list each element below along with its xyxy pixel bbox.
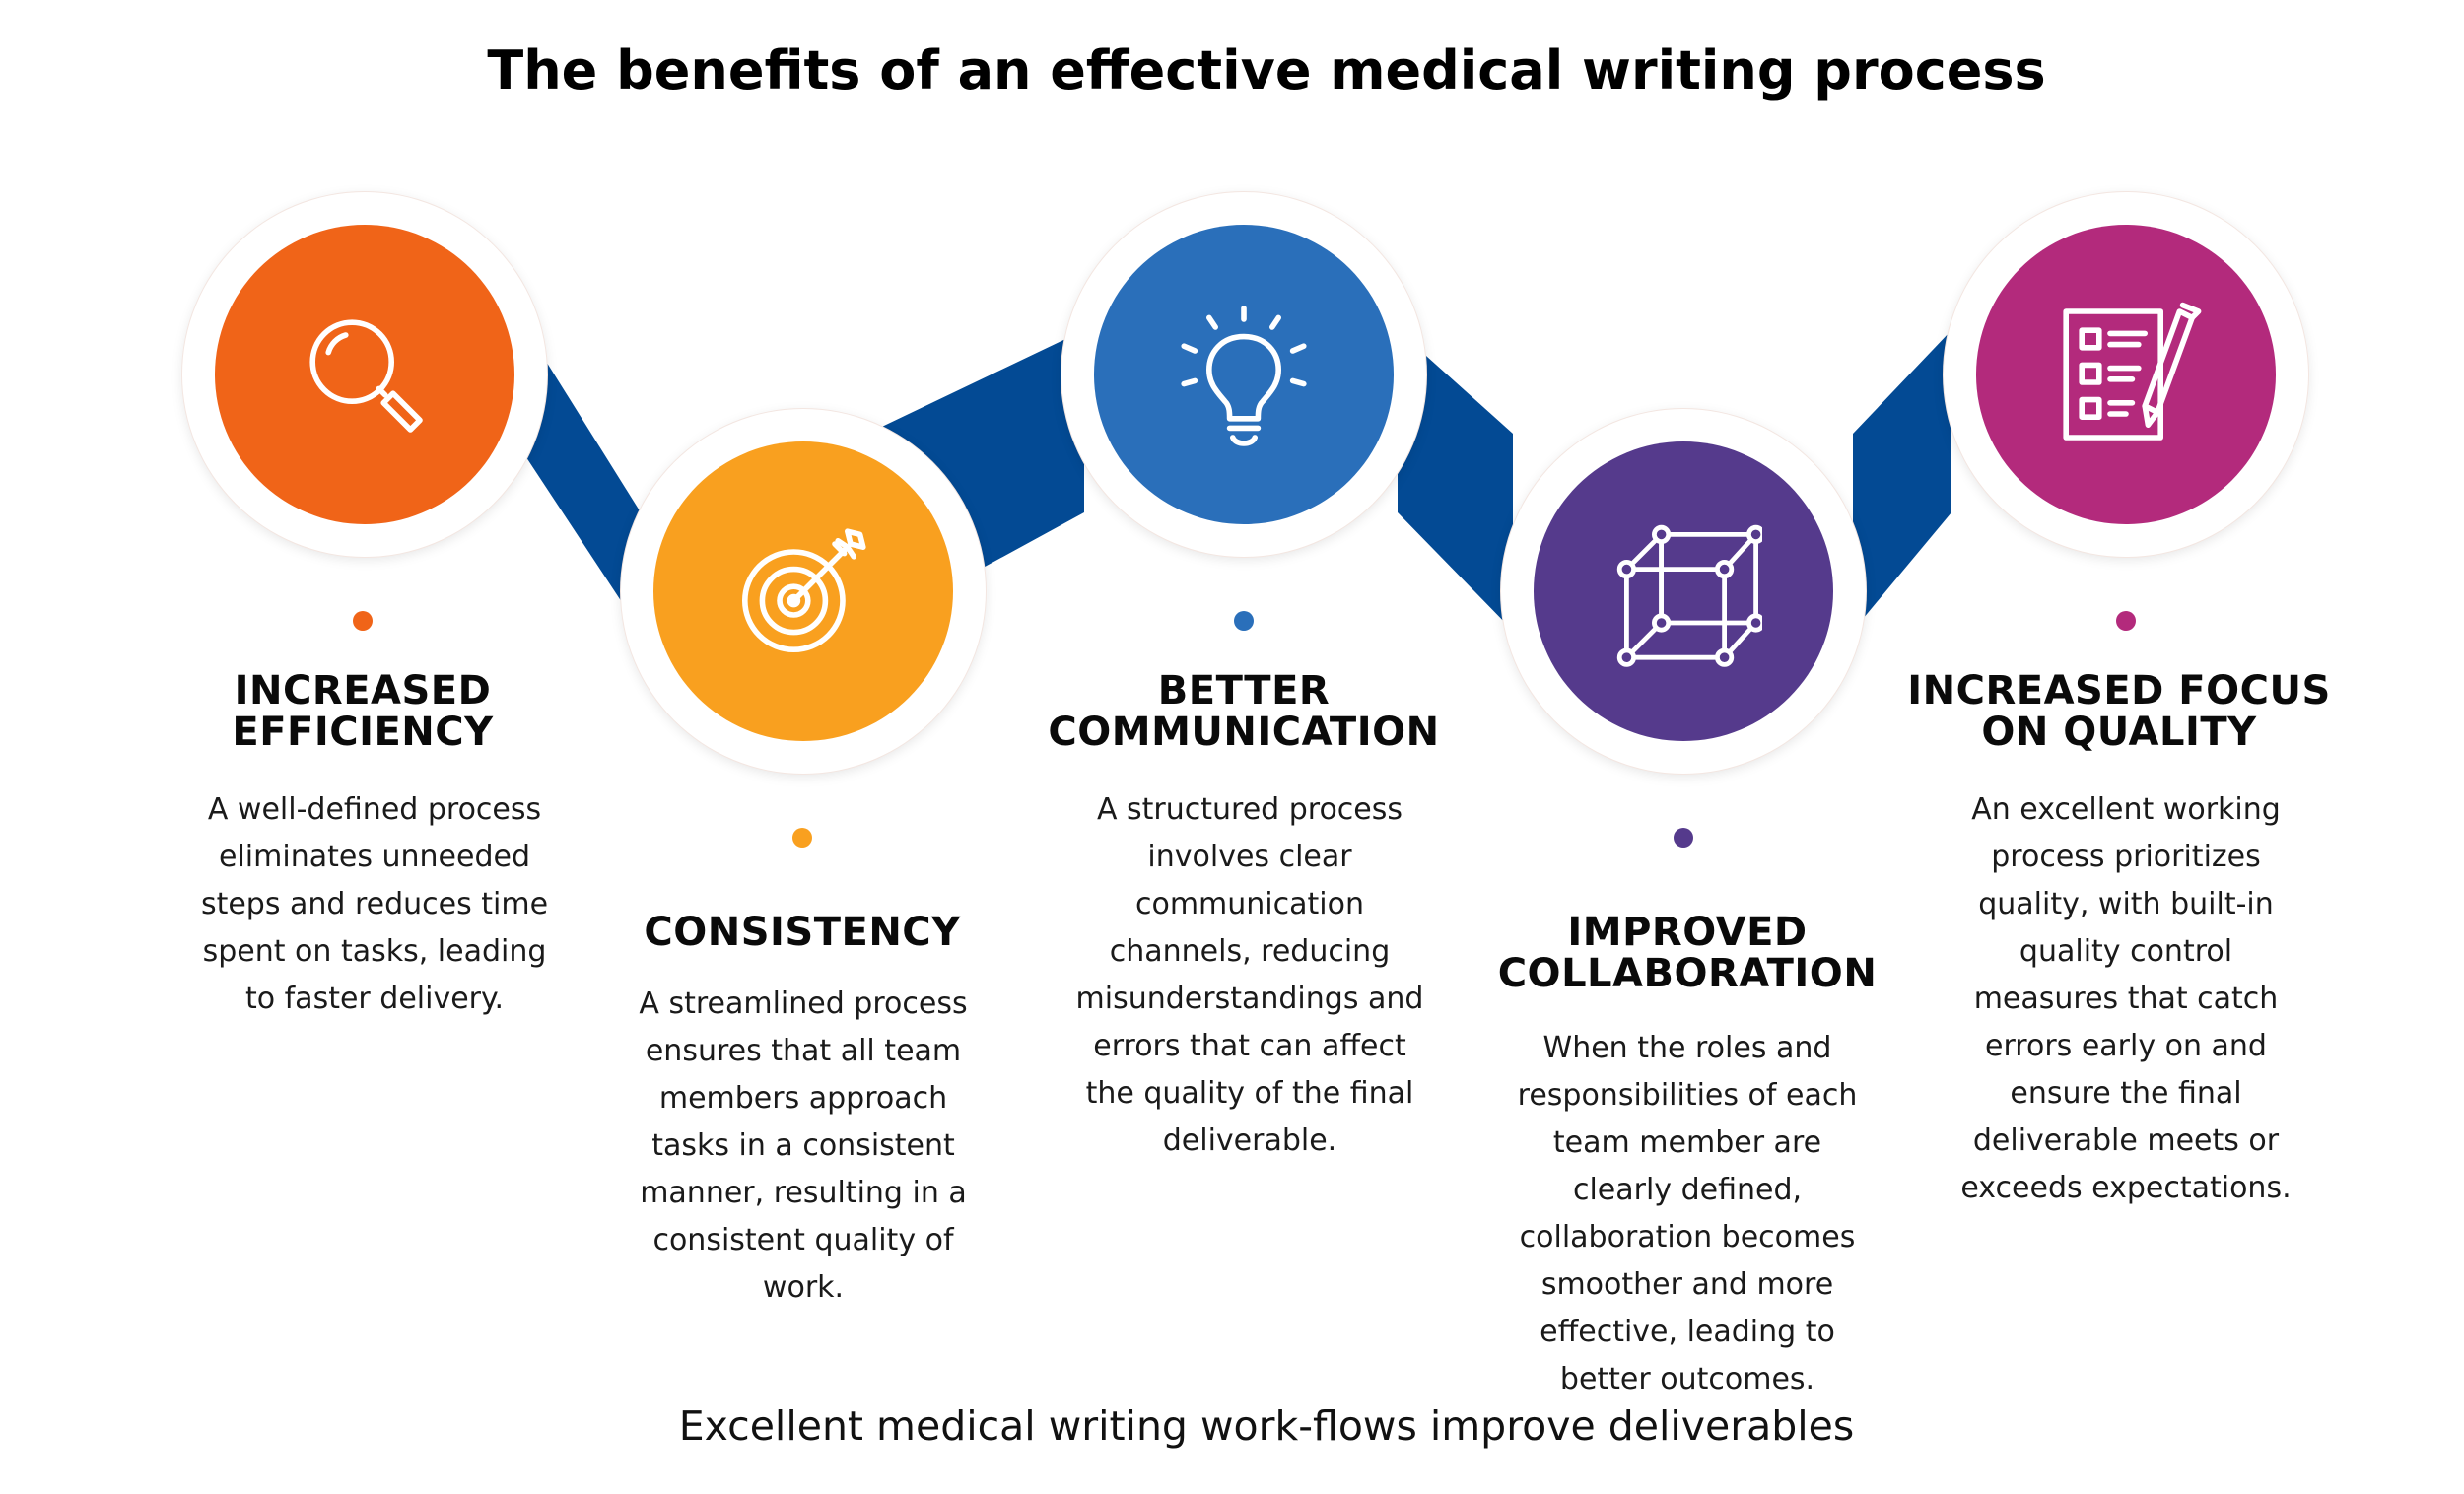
item-1-dot <box>353 611 373 631</box>
target-icon <box>742 528 866 652</box>
connector-band-4 <box>1853 330 1951 631</box>
item-3-dot <box>1234 611 1254 631</box>
network-cube-icon <box>1616 524 1762 667</box>
item-5-heading: INCREASED FOCUS ON QUALITY <box>1902 670 2336 753</box>
item-2-circle <box>653 441 953 741</box>
item-1-heading: INCREASED EFFICIENCY <box>146 670 580 753</box>
item-1-circle <box>215 225 514 524</box>
item-2-heading-line1: CONSISTENCY <box>644 910 961 955</box>
item-5-circle-frame <box>1944 192 2308 557</box>
item-5-heading-line1: INCREASED FOCUS <box>1907 668 2331 713</box>
item-4-circle <box>1534 441 1833 741</box>
item-5-description: An excellent working process prioritizes… <box>1960 792 2292 1205</box>
magnifying-glass-icon <box>309 319 423 433</box>
item-4-heading: IMPROVED COLLABORATION <box>1471 912 1904 994</box>
item-4-description: When the roles and responsibilities of e… <box>1517 1031 1858 1396</box>
connector-band-1 <box>520 320 641 631</box>
item-3-description: A structured process involves clear comm… <box>1075 792 1424 1158</box>
item-3-circle <box>1094 225 1394 524</box>
item-1-circle-frame <box>182 192 547 557</box>
item-2-heading: CONSISTENCY <box>585 912 1019 953</box>
item-3-heading-line2: COMMUNICATION <box>1048 710 1440 755</box>
item-4-dot <box>1674 828 1693 848</box>
item-5-circle <box>1976 225 2276 524</box>
connector-band-3 <box>1398 330 1513 631</box>
item-2-description: A streamlined process ensures that all t… <box>639 986 968 1305</box>
checklist-pen-icon <box>2063 302 2202 441</box>
item-2-circle-frame <box>621 409 986 774</box>
lightbulb-icon <box>1181 306 1307 446</box>
item-2-dot <box>792 828 812 848</box>
item-4-heading-line2: COLLABORATION <box>1497 951 1878 996</box>
item-4-circle-frame <box>1501 409 1866 774</box>
footer-caption: Excellent medical writing work-flows imp… <box>678 1402 1855 1450</box>
item-3-heading-line1: BETTER <box>1157 668 1331 713</box>
item-5-heading-line2: ON QUALITY <box>1981 710 2257 755</box>
item-1-description: A well-defined process eliminates unneed… <box>200 792 549 1016</box>
item-3-heading: BETTER COMMUNICATION <box>1027 670 1461 753</box>
item-3-circle-frame <box>1061 192 1426 557</box>
item-1-heading-line2: EFFICIENCY <box>232 710 494 755</box>
page-title: The benefits of an effective medical wri… <box>487 39 2046 102</box>
item-1-heading-line1: INCREASED <box>234 668 492 713</box>
item-4-heading-line1: IMPROVED <box>1567 910 1808 955</box>
item-5-dot <box>2116 611 2136 631</box>
